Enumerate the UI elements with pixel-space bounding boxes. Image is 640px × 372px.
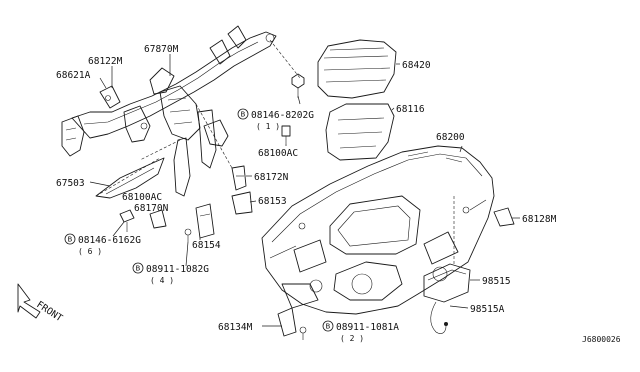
label-68153: 68153: [258, 196, 287, 207]
label-08911-1081A: 08911-1081A: [336, 322, 399, 333]
screw-08146-6162G-drawing: [119, 209, 135, 232]
label-68200: 68200: [436, 132, 465, 143]
lower-cover-drawing: [95, 157, 165, 199]
label-68154: 68154: [192, 240, 221, 251]
label-68116: 68116: [396, 104, 425, 115]
bolt-symbol-text: B: [241, 111, 246, 119]
label-08911-1082G: 08911-1082G: [146, 264, 209, 275]
label-08146-6162G: 08146-6162G: [78, 235, 141, 246]
bracket-68172N-drawing: [231, 165, 247, 191]
label-68420: 68420: [402, 60, 431, 71]
label-68100AC-lower: 68100AC: [122, 192, 162, 203]
bracket-68170N-drawing: [149, 209, 167, 229]
label-98515: 98515: [482, 276, 511, 287]
clip-mid-drawing: [281, 125, 291, 144]
qty-08146-6162G: ( 6 ): [78, 247, 102, 256]
nut-symbol-08911-1082G: [132, 262, 144, 274]
cluster-lid-drawing: [317, 39, 397, 99]
qty-08146-8202G: ( 1 ): [256, 122, 280, 131]
bolt-symbol-08146-8202G: [237, 108, 249, 120]
label-68122M: 68122M: [88, 56, 123, 67]
screw-08911-1081A-drawing: [299, 326, 307, 340]
label-08146-8202G: 08146-8202G: [251, 110, 314, 121]
module-98515-drawing: [423, 263, 471, 334]
label-68128M: 68128M: [522, 214, 557, 225]
bracket-68134M-drawing: [277, 307, 297, 337]
bracket-68128M-drawing: [493, 207, 515, 227]
label-67870M: 67870M: [144, 44, 179, 55]
bracket-68154-drawing: [195, 203, 215, 239]
label-98515A: 98515A: [470, 304, 505, 315]
qty-08911-1082G: ( 4 ): [150, 276, 174, 285]
leader-lines: [89, 54, 520, 327]
bracket-68153-drawing: [231, 191, 253, 215]
bolt-symbol-text-2: B: [68, 236, 73, 244]
qty-08911-1081A: ( 2 ): [340, 334, 364, 343]
clip-upper-drawing: [291, 73, 305, 98]
lid-drawing: [325, 103, 395, 161]
front-arrow: FRONT: [17, 283, 65, 324]
reference-lines: [95, 39, 455, 264]
instrument-panel-drawing: [261, 145, 495, 315]
label-68134M: 68134M: [218, 322, 253, 333]
label-68172N: 68172N: [254, 172, 289, 183]
label-68621A: 68621A: [56, 70, 91, 81]
nut-symbol-text: B: [136, 265, 141, 273]
label-68100AC-upper: 68100AC: [258, 148, 298, 159]
steering-member-drawing: [61, 25, 277, 197]
diagram-code: J6800026: [582, 335, 621, 344]
bolt-symbol-08146-6162G: [64, 233, 76, 245]
label-67503: 67503: [56, 178, 85, 189]
screw-08911-1082G-drawing: [184, 228, 192, 242]
nut-symbol-text-2: B: [326, 323, 331, 331]
label-68170N: 68170N: [134, 203, 169, 214]
nut-symbol-08911-1081A: [322, 320, 334, 332]
